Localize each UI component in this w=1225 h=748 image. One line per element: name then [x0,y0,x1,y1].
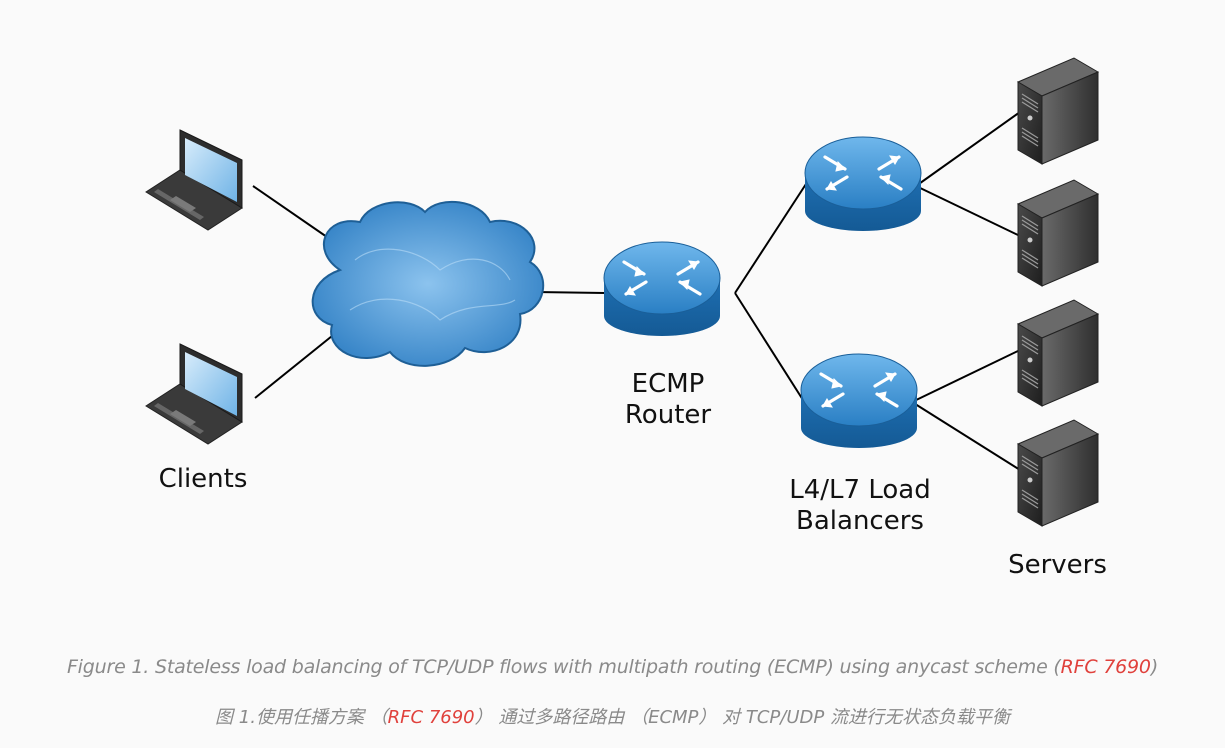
ecmp-router-label-line2: Router [624,400,712,430]
router-icon [602,240,722,338]
caption-chinese-rest: ） 通过多路径路由 （ECMP） 对 TCP/UDP 流进行无状态负载平衡 [474,707,1010,728]
laptop-icon [145,129,243,231]
server-icon [1017,299,1099,407]
link-lb1-server2 [915,185,1021,237]
servers-label: Servers [990,550,1125,581]
clients-label: Clients [140,464,266,495]
link-lb2-server3 [911,349,1021,403]
ecmp-router-label-line1: ECMP [631,369,705,399]
caption-chinese: 图 1.使用任播方案 （RFC 7690） 通过多路径路由 （ECMP） 对 T… [0,703,1225,729]
router-icon [803,135,923,233]
load-balancers-label-line2: Balancers [796,506,924,536]
caption-english: Figure 1. Stateless load balancing of TC… [0,656,1225,678]
laptop-icon [145,343,243,445]
server-icon [1017,179,1099,287]
server-icon [1017,419,1099,527]
caption-chinese-text: 图 1.使用任播方案 （ [215,707,388,728]
clients-label-text: Clients [158,464,248,494]
link-cloud-router [534,291,606,294]
server-icon [1017,57,1099,165]
link-lb1-server1 [915,111,1021,187]
rfc-link[interactable]: RFC 7690 [1060,656,1151,678]
link-router-lb2 [734,292,804,401]
network-diagram [145,57,1099,527]
connection-lines [252,111,1021,471]
servers-label-text: Servers [1008,550,1107,580]
link-lb2-server4 [911,401,1021,471]
link-router-lb1 [734,183,807,294]
rfc-link-zh[interactable]: RFC 7690 [387,707,475,728]
load-balancers-label: L4/L7 Load Balancers [770,475,950,537]
caption-english-close: ) [1150,656,1159,678]
cloud-icon [311,200,545,367]
ecmp-router-label: ECMP Router [598,369,738,431]
link-client2-cloud [254,335,333,399]
router-icon [799,352,919,450]
caption-english-text: Figure 1. Stateless load balancing of TC… [66,656,1061,678]
load-balancers-label-line1: L4/L7 Load [789,475,931,505]
